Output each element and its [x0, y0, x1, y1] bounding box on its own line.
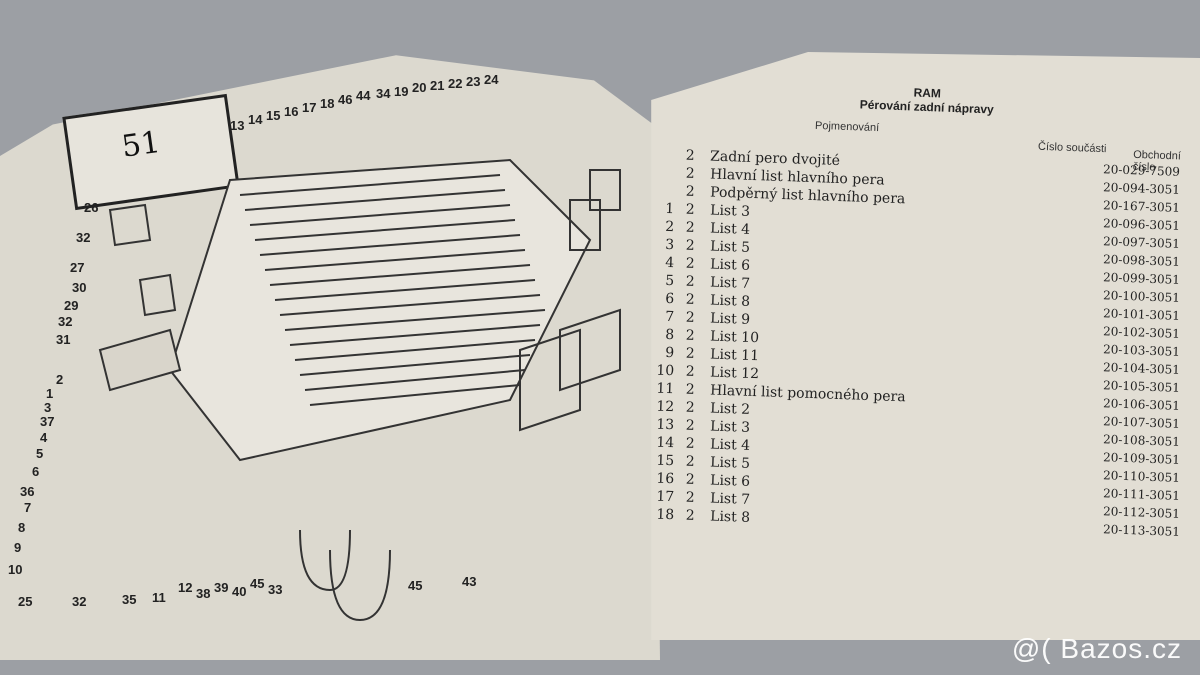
row-count: 2 — [685, 417, 695, 434]
callout-45b: 45 — [408, 578, 423, 593]
row-index: 8 — [664, 326, 675, 344]
row-index: 12 — [656, 398, 675, 416]
row-index: 5 — [664, 272, 675, 290]
callout-7: 7 — [24, 500, 32, 515]
row-count: 2 — [685, 309, 695, 326]
callout-10: 10 — [8, 562, 23, 577]
row-index: 17 — [656, 488, 675, 506]
row-index: 14 — [656, 434, 675, 452]
callout-11: 11 — [152, 590, 166, 605]
row-count: 2 — [685, 183, 695, 200]
col-part-header: Číslo součásti — [1037, 140, 1107, 156]
callout-29: 29 — [64, 298, 79, 313]
row-count: 2 — [685, 345, 695, 362]
callout-37: 37 — [40, 414, 55, 429]
callout-23: 23 — [466, 74, 481, 89]
row-index: 18 — [656, 506, 675, 524]
site-watermark: @( Bazos.cz — [1011, 633, 1182, 664]
callout-38: 38 — [196, 586, 211, 601]
col-name-header: Pojmenování — [814, 119, 880, 135]
callout-40: 40 — [232, 584, 247, 599]
row-count: 2 — [685, 507, 695, 524]
callout-26: 26 — [84, 200, 99, 215]
callout-32a: 32 — [76, 230, 91, 245]
row-count: 2 — [685, 165, 695, 182]
callout-14: 14 — [248, 112, 263, 127]
callout-27: 27 — [70, 260, 85, 275]
callout-21: 21 — [430, 78, 445, 93]
callout-20: 20 — [412, 80, 427, 95]
row-count: 2 — [685, 327, 695, 344]
row-count: 2 — [685, 273, 695, 290]
callout-1: 1 — [46, 386, 54, 401]
row-count: 2 — [685, 381, 695, 398]
callout-35: 35 — [122, 592, 137, 607]
callout-4: 4 — [40, 430, 48, 445]
callout-24: 24 — [484, 72, 499, 87]
row-index: 3 — [664, 236, 675, 254]
callout-45a: 45 — [250, 576, 265, 591]
row-index: 1 — [664, 200, 675, 218]
callout-46: 46 — [338, 92, 353, 107]
callout-32b: 32 — [58, 314, 73, 329]
callout-3: 3 — [44, 400, 52, 415]
callout-19: 19 — [394, 84, 409, 99]
row-index: 6 — [664, 290, 675, 308]
callout-32c: 32 — [72, 594, 87, 609]
callout-39: 39 — [214, 580, 229, 595]
row-count: 2 — [685, 237, 695, 254]
callout-12: 12 — [178, 580, 193, 595]
callout-30: 30 — [72, 280, 87, 295]
row-index: 7 — [664, 308, 675, 326]
row-index — [650, 182, 674, 183]
row-index: 10 — [656, 362, 675, 380]
callout-17: 17 — [302, 100, 317, 115]
callout-36: 36 — [20, 484, 35, 499]
callout-15: 15 — [266, 108, 281, 123]
row-count: 2 — [685, 471, 695, 488]
row-index: 11 — [656, 380, 675, 398]
callout-5: 5 — [36, 446, 44, 461]
row-count: 2 — [685, 291, 695, 308]
spring-diagram — [98, 158, 621, 622]
callout-44: 44 — [356, 88, 371, 103]
row-count: 2 — [685, 453, 695, 470]
row-count: 2 — [685, 255, 695, 272]
row-index — [650, 146, 674, 147]
callout-25: 25 — [18, 594, 33, 609]
right-page — [651, 52, 1200, 640]
row-count: 2 — [685, 489, 695, 506]
row-index: 15 — [656, 452, 675, 470]
callout-9: 9 — [14, 540, 22, 555]
row-count: 2 — [685, 435, 695, 452]
row-count: 2 — [685, 201, 695, 218]
callout-34: 34 — [376, 86, 391, 101]
row-index: 16 — [656, 470, 675, 488]
row-count: 2 — [685, 147, 695, 164]
callout-18: 18 — [320, 96, 335, 111]
row-index — [650, 164, 674, 165]
callout-31: 31 — [56, 332, 71, 347]
table-header: RAM Pérování zadní nápravy — [860, 83, 995, 116]
row-count: 2 — [685, 363, 695, 380]
row-index: 4 — [664, 254, 675, 272]
callout-2: 2 — [56, 372, 64, 387]
row-index: 13 — [656, 416, 675, 434]
row-index: 9 — [664, 344, 675, 362]
row-index: 2 — [664, 218, 675, 236]
callout-6: 6 — [32, 464, 40, 479]
callout-22: 22 — [448, 76, 463, 91]
callout-43: 43 — [462, 574, 477, 589]
row-count: 2 — [685, 219, 695, 236]
row-count: 2 — [685, 399, 695, 416]
callout-33: 33 — [268, 582, 283, 597]
callout-8: 8 — [18, 520, 26, 535]
callout-16: 16 — [284, 104, 299, 119]
callout-13: 13 — [230, 118, 245, 133]
